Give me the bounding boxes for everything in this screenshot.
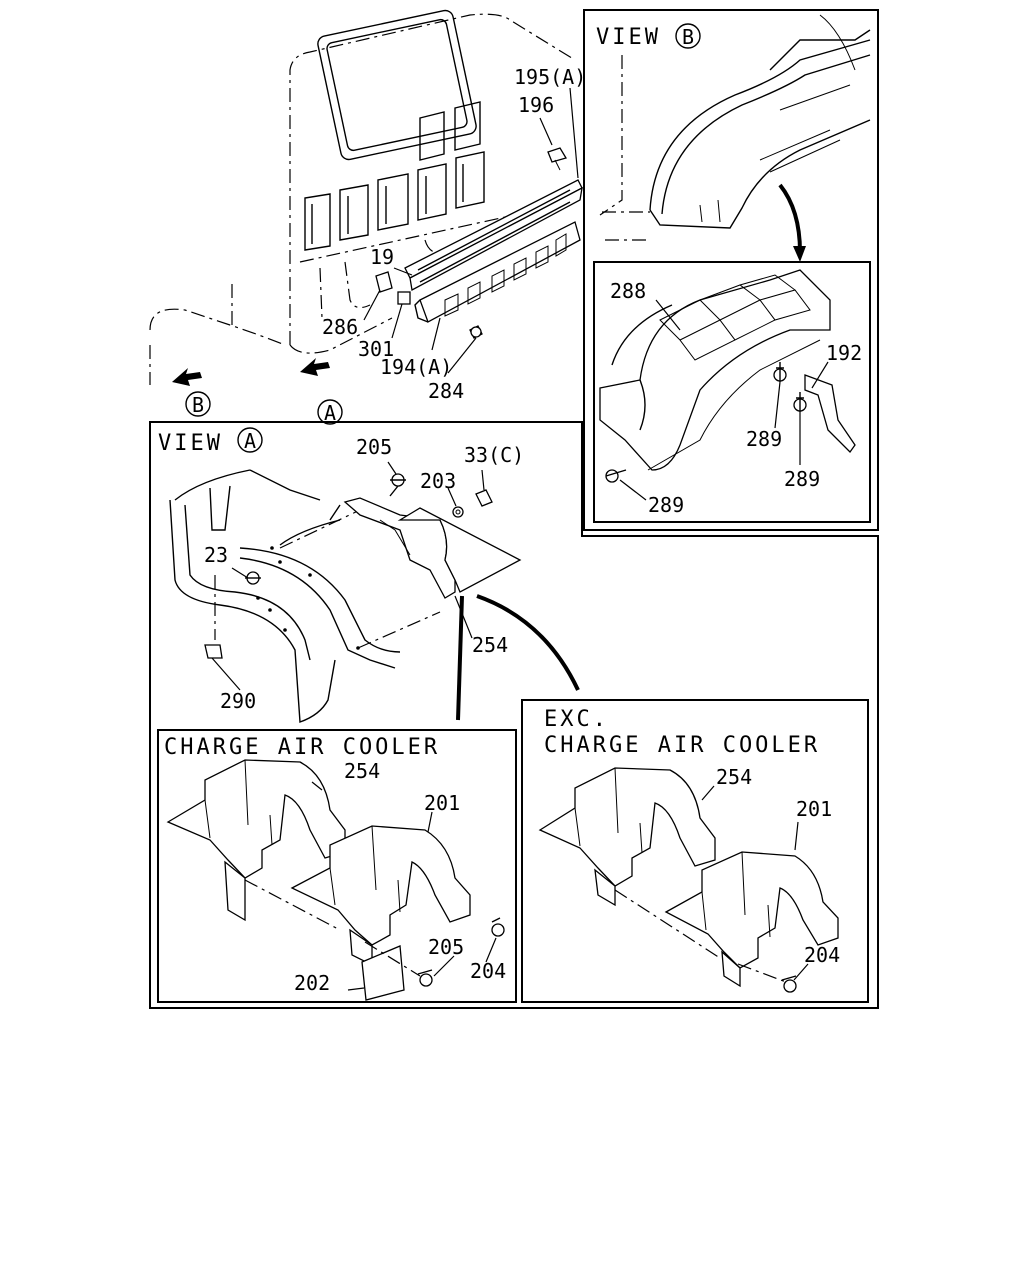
callout-196: 196 bbox=[518, 93, 554, 117]
callout-205-a: 205 bbox=[356, 435, 392, 459]
callout-204-b: 204 bbox=[804, 943, 840, 967]
callout-203: 203 bbox=[420, 469, 456, 493]
callout-254-a: 254 bbox=[472, 633, 508, 657]
callout-301: 301 bbox=[358, 337, 394, 361]
callout-254-b: 254 bbox=[344, 759, 380, 783]
exc-charge-air-cooler-panel: EXC. CHARGE AIR COOLER bbox=[521, 699, 869, 1003]
callout-289-b: 289 bbox=[784, 467, 820, 491]
view-b-title-letter: B bbox=[682, 25, 694, 49]
cab-overview: A B bbox=[149, 9, 583, 425]
callout-204-a: 204 bbox=[470, 959, 506, 983]
callout-290: 290 bbox=[220, 689, 256, 713]
callout-192: 192 bbox=[826, 341, 862, 365]
callout-33c: 33(C) bbox=[464, 443, 524, 467]
callout-201-a: 201 bbox=[424, 791, 460, 815]
callout-194a: 194(A) bbox=[380, 355, 452, 379]
arrow-a-label: A bbox=[324, 401, 336, 425]
view-b-title: VIEW bbox=[596, 25, 661, 50]
callout-289-a: 289 bbox=[746, 427, 782, 451]
callout-201-b: 201 bbox=[796, 797, 832, 821]
view-a-panel: VIEW A bbox=[149, 421, 879, 1009]
view-a-marker bbox=[317, 399, 343, 425]
view-b-title-marker bbox=[675, 23, 701, 49]
exc-title-line1: EXC. bbox=[544, 707, 609, 732]
view-b-marker bbox=[185, 391, 211, 417]
charge-air-cooler-title: CHARGE AIR COOLER bbox=[164, 735, 440, 760]
view-a-title: VIEW bbox=[158, 431, 223, 456]
callout-195a: 195(A) bbox=[514, 65, 586, 89]
callout-205-b: 205 bbox=[428, 935, 464, 959]
charge-air-cooler-panel: CHARGE AIR COOLER bbox=[157, 729, 517, 1003]
view-a-title-marker bbox=[237, 427, 263, 453]
callout-288: 288 bbox=[610, 279, 646, 303]
view-b-panel: VIEW B bbox=[583, 9, 879, 531]
callout-202: 202 bbox=[294, 971, 330, 995]
callout-284: 284 bbox=[428, 379, 464, 403]
callout-254-c: 254 bbox=[716, 765, 752, 789]
callout-289-c: 289 bbox=[648, 493, 684, 517]
exc-title-line2: CHARGE AIR COOLER bbox=[544, 733, 820, 758]
view-a-title-letter: A bbox=[244, 429, 256, 453]
callout-19: 19 bbox=[370, 245, 394, 269]
callout-286: 286 bbox=[322, 315, 358, 339]
callout-23: 23 bbox=[204, 543, 228, 567]
arrow-b-label: B bbox=[192, 393, 204, 417]
